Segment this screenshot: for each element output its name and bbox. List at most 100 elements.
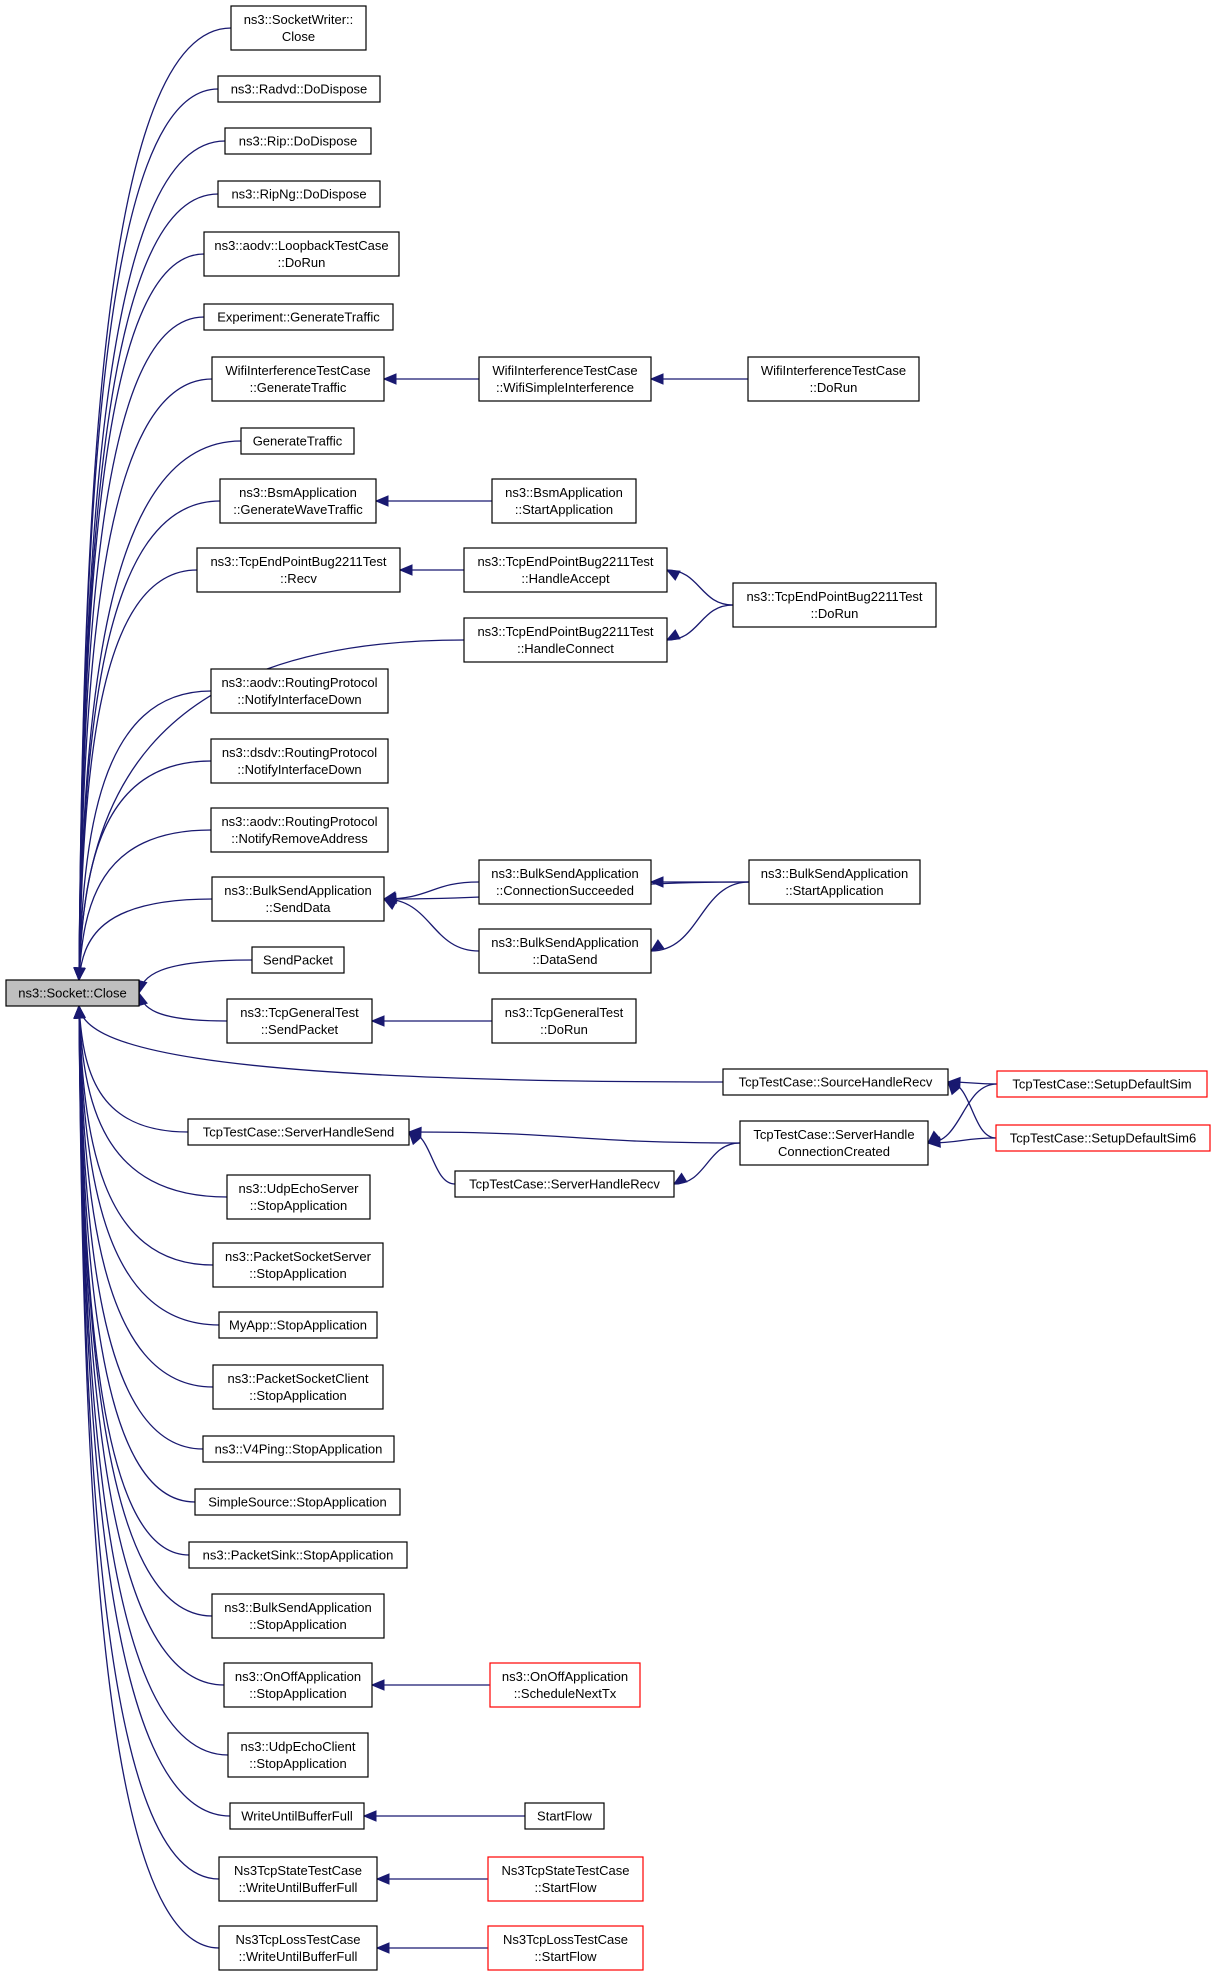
node-root[interactable]: ns3::Socket::Close — [5, 979, 140, 1007]
node-wifi_simple[interactable]: WifiInterferenceTestCase::WifiSimpleInte… — [478, 356, 652, 402]
node-box-tcpep_accept[interactable] — [463, 547, 668, 593]
node-tcp_setup6[interactable]: TcpTestCase::SetupDefaultSim6 — [995, 1124, 1211, 1152]
node-bsm_start[interactable]: ns3::BsmApplication::StartApplication — [491, 478, 637, 524]
node-exp_gen[interactable]: Experiment::GenerateTraffic — [203, 303, 394, 331]
node-box-tcp_setup6[interactable] — [995, 1124, 1211, 1152]
node-tcp_srv_recv[interactable]: TcpTestCase::ServerHandleRecv — [454, 1170, 675, 1198]
node-box-radvd[interactable] — [217, 75, 381, 103]
node-box-tcp_srv_send[interactable] — [187, 1118, 410, 1146]
node-box-sw_close[interactable] — [230, 5, 367, 51]
node-radvd[interactable]: ns3::Radvd::DoDispose — [217, 75, 381, 103]
node-write_full[interactable]: WriteUntilBufferFull — [229, 1802, 365, 1830]
node-box-ripng[interactable] — [217, 180, 381, 208]
node-box-ns3tcploss_start[interactable] — [487, 1925, 644, 1971]
node-box-bulk_send[interactable] — [211, 876, 385, 922]
node-box-udpecho_srv[interactable] — [226, 1174, 371, 1220]
node-box-exp_gen[interactable] — [203, 303, 394, 331]
node-box-bsm_start[interactable] — [491, 478, 637, 524]
node-tcpgen_send[interactable]: ns3::TcpGeneralTest::SendPacket — [226, 998, 373, 1044]
node-box-tcpgen_send[interactable] — [226, 998, 373, 1044]
node-box-tcpep_recv[interactable] — [196, 547, 401, 593]
node-box-tcp_src_recv[interactable] — [722, 1068, 949, 1096]
node-box-startflow[interactable] — [524, 1802, 605, 1830]
node-dsdv_nid[interactable]: ns3::dsdv::RoutingProtocol::NotifyInterf… — [210, 738, 389, 784]
node-tcp_setup[interactable]: TcpTestCase::SetupDefaultSim — [996, 1070, 1208, 1098]
node-bulk_datasend[interactable]: ns3::BulkSendApplication::DataSend — [478, 928, 652, 974]
node-sw_close[interactable]: ns3::SocketWriter::Close — [230, 5, 367, 51]
node-bulk_start[interactable]: ns3::BulkSendApplication::StartApplicati… — [748, 859, 921, 905]
node-box-send_packet[interactable] — [251, 946, 345, 974]
node-simple_src[interactable]: SimpleSource::StopApplication — [194, 1488, 401, 1516]
node-box-bulk_start[interactable] — [748, 859, 921, 905]
node-box-onoff_sched[interactable] — [489, 1662, 641, 1708]
node-box-v4ping[interactable] — [202, 1435, 395, 1463]
node-box-bulk_conn[interactable] — [478, 859, 652, 905]
node-bulk_send[interactable]: ns3::BulkSendApplication::SendData — [211, 876, 385, 922]
node-box-wifi_simple[interactable] — [478, 356, 652, 402]
node-gen_traffic[interactable]: GenerateTraffic — [240, 427, 355, 455]
node-box-tcpep_dorun[interactable] — [732, 582, 937, 628]
node-tcpgen_dorun[interactable]: ns3::TcpGeneralTest::DoRun — [491, 998, 637, 1044]
node-box-root[interactable] — [5, 979, 140, 1007]
node-box-write_full[interactable] — [229, 1802, 365, 1830]
node-aodv_nra[interactable]: ns3::aodv::RoutingProtocol::NotifyRemove… — [210, 807, 389, 853]
node-tcpep_accept[interactable]: ns3::TcpEndPointBug2211Test::HandleAccep… — [463, 547, 668, 593]
node-box-tcpgen_dorun[interactable] — [491, 998, 637, 1044]
node-ns3tcploss_start[interactable]: Ns3TcpLossTestCase::StartFlow — [487, 1925, 644, 1971]
node-udpecho_cli[interactable]: ns3::UdpEchoClient::StopApplication — [227, 1732, 369, 1778]
node-onoff_sched[interactable]: ns3::OnOffApplication::ScheduleNextTx — [489, 1662, 641, 1708]
node-box-aodv_lb[interactable] — [203, 231, 400, 277]
node-bulk_conn[interactable]: ns3::BulkSendApplication::ConnectionSucc… — [478, 859, 652, 905]
node-tcpep_recv[interactable]: ns3::TcpEndPointBug2211Test::Recv — [196, 547, 401, 593]
node-ns3tcpstate_start[interactable]: Ns3TcpStateTestCase::StartFlow — [487, 1856, 644, 1902]
node-wifi_dorun[interactable]: WifiInterferenceTestCase::DoRun — [747, 356, 920, 402]
node-myapp[interactable]: MyApp::StopApplication — [218, 1311, 378, 1339]
node-box-pktsink[interactable] — [188, 1541, 408, 1569]
node-box-aodv_nid[interactable] — [210, 668, 389, 714]
node-box-tcp_srv_conn[interactable] — [739, 1120, 929, 1166]
node-box-tcp_setup[interactable] — [996, 1070, 1208, 1098]
node-box-onoff_stop[interactable] — [223, 1662, 373, 1708]
node-pktsock_srv[interactable]: ns3::PacketSocketServer::StopApplication — [212, 1242, 384, 1288]
node-box-rip[interactable] — [224, 127, 372, 155]
node-box-simple_src[interactable] — [194, 1488, 401, 1516]
node-bulk_stop[interactable]: ns3::BulkSendApplication::StopApplicatio… — [211, 1593, 385, 1639]
node-box-tcp_srv_recv[interactable] — [454, 1170, 675, 1198]
node-box-bulk_stop[interactable] — [211, 1593, 385, 1639]
node-box-wifi_dorun[interactable] — [747, 356, 920, 402]
node-box-gen_traffic[interactable] — [240, 427, 355, 455]
node-onoff_stop[interactable]: ns3::OnOffApplication::StopApplication — [223, 1662, 373, 1708]
node-box-aodv_nra[interactable] — [210, 807, 389, 853]
node-rip[interactable]: ns3::Rip::DoDispose — [224, 127, 372, 155]
node-tcp_src_recv[interactable]: TcpTestCase::SourceHandleRecv — [722, 1068, 949, 1096]
node-tcp_srv_send[interactable]: TcpTestCase::ServerHandleSend — [187, 1118, 410, 1146]
node-box-pktsock_srv[interactable] — [212, 1242, 384, 1288]
node-pktsock_cli[interactable]: ns3::PacketSocketClient::StopApplication — [212, 1364, 384, 1410]
node-box-tcpep_connect[interactable] — [463, 617, 668, 663]
node-send_packet[interactable]: SendPacket — [251, 946, 345, 974]
node-box-myapp[interactable] — [218, 1311, 378, 1339]
node-startflow[interactable]: StartFlow — [524, 1802, 605, 1830]
node-box-bsm_gen[interactable] — [219, 478, 377, 524]
node-udpecho_srv[interactable]: ns3::UdpEchoServer::StopApplication — [226, 1174, 371, 1220]
node-tcp_srv_conn[interactable]: TcpTestCase::ServerHandleConnectionCreat… — [739, 1120, 929, 1166]
node-v4ping[interactable]: ns3::V4Ping::StopApplication — [202, 1435, 395, 1463]
node-tcpep_dorun[interactable]: ns3::TcpEndPointBug2211Test::DoRun — [732, 582, 937, 628]
node-box-wifi_gen[interactable] — [211, 356, 385, 402]
node-pktsink[interactable]: ns3::PacketSink::StopApplication — [188, 1541, 408, 1569]
node-box-bulk_datasend[interactable] — [478, 928, 652, 974]
node-box-ns3tcpstate_write[interactable] — [218, 1856, 378, 1902]
node-ns3tcploss_write[interactable]: Ns3TcpLossTestCase::WriteUntilBufferFull — [218, 1925, 378, 1971]
node-ripng[interactable]: ns3::RipNg::DoDispose — [217, 180, 381, 208]
node-bsm_gen[interactable]: ns3::BsmApplication::GenerateWaveTraffic — [219, 478, 377, 524]
node-ns3tcpstate_write[interactable]: Ns3TcpStateTestCase::WriteUntilBufferFul… — [218, 1856, 378, 1902]
node-aodv_nid[interactable]: ns3::aodv::RoutingProtocol::NotifyInterf… — [210, 668, 389, 714]
node-box-pktsock_cli[interactable] — [212, 1364, 384, 1410]
node-box-ns3tcploss_write[interactable] — [218, 1925, 378, 1971]
node-tcpep_connect[interactable]: ns3::TcpEndPointBug2211Test::HandleConne… — [463, 617, 668, 663]
node-box-dsdv_nid[interactable] — [210, 738, 389, 784]
node-box-udpecho_cli[interactable] — [227, 1732, 369, 1778]
node-wifi_gen[interactable]: WifiInterferenceTestCase::GenerateTraffi… — [211, 356, 385, 402]
node-box-ns3tcpstate_start[interactable] — [487, 1856, 644, 1902]
node-aodv_lb[interactable]: ns3::aodv::LoopbackTestCase::DoRun — [203, 231, 400, 277]
